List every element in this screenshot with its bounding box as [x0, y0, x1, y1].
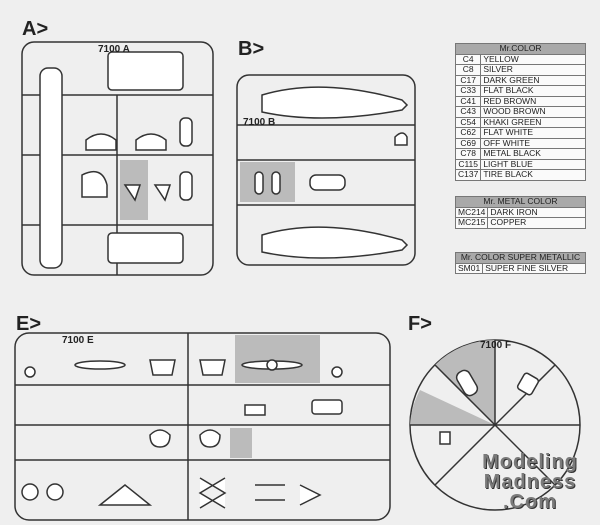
- paint-code: C78: [454, 148, 482, 160]
- paint-name: TIRE BLACK: [480, 169, 586, 181]
- paint-code: C69: [454, 137, 482, 149]
- paint-code: C54: [454, 116, 482, 128]
- paint-code: C62: [454, 127, 482, 139]
- fuselage-part: [254, 86, 409, 259]
- paint-code: C17: [454, 74, 482, 86]
- section-e-label: E>: [16, 313, 42, 335]
- watermark-line: .Com: [503, 491, 557, 513]
- paint-name: SUPER FINE SILVER: [482, 262, 586, 274]
- paint-name: SILVER: [480, 64, 586, 76]
- paint-code: MC214: [454, 206, 489, 218]
- paint-name: FLAT BLACK: [480, 85, 586, 97]
- section-b-label: B>: [238, 38, 265, 60]
- paint-name: WOOD BROWN: [480, 106, 586, 118]
- paint-code: C43: [454, 106, 482, 118]
- paint-name: LIGHT BLUE: [480, 158, 586, 170]
- section-a-label: A>: [22, 18, 49, 40]
- paint-code: C41: [454, 95, 482, 107]
- sprue-f-id: 7100 F: [480, 340, 512, 351]
- watermark-line: Madness: [483, 471, 577, 493]
- sprue-b-frame: [236, 74, 416, 266]
- wing-part: [39, 51, 193, 269]
- sprue-b-id: 7100 B: [243, 117, 276, 128]
- paint-name: DARK IRON: [487, 206, 586, 218]
- sprue-e-id: 7100 E: [62, 335, 94, 346]
- paint-code: C137: [454, 169, 482, 181]
- watermark-line: Modeling: [482, 451, 578, 473]
- table-title: Mr. COLOR SUPER METALLIC: [455, 252, 586, 264]
- paint-code: MC215: [454, 217, 489, 229]
- paint-code: C33: [454, 85, 482, 97]
- small-parts: [21, 359, 343, 509]
- sprue-a-id: 7100 A: [98, 44, 130, 55]
- paint-name: COPPER: [487, 217, 586, 229]
- paint-name: KHAKI GREEN: [480, 116, 586, 128]
- sprue-e-frame: [14, 332, 391, 521]
- paint-code: C8: [454, 64, 482, 76]
- paint-name: YELLOW: [480, 53, 586, 65]
- paint-code: C115: [454, 158, 482, 170]
- paint-name: FLAT WHITE: [480, 127, 586, 139]
- paint-name: METAL BLACK: [480, 148, 586, 160]
- watermark: Modeling Madness .Com: [455, 452, 600, 512]
- paint-name: OFF WHITE: [480, 137, 586, 149]
- sprue-f-frame: [409, 339, 581, 511]
- paint-code: SM01: [454, 262, 484, 274]
- paint-code: C4: [454, 53, 482, 65]
- table-title: Mr. METAL COLOR: [455, 196, 586, 208]
- section-f-label: F>: [408, 313, 432, 335]
- paint-name: DARK GREEN: [480, 74, 586, 86]
- table-title: Mr.COLOR: [455, 43, 586, 55]
- paint-name: RED BROWN: [480, 95, 586, 107]
